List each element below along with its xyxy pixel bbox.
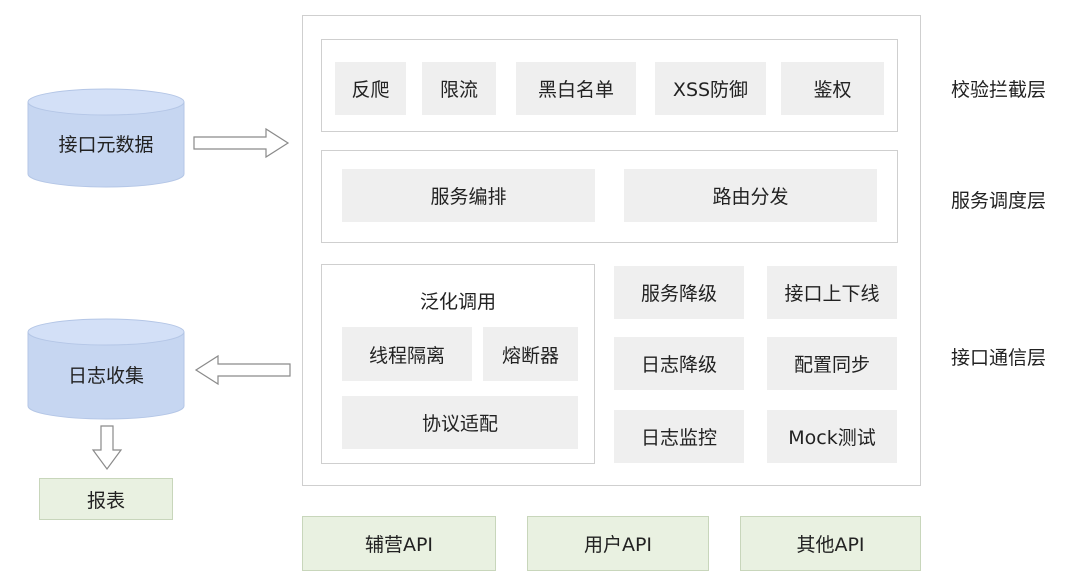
- mock-test-chip: Mock测试: [767, 410, 897, 463]
- config-sync-chip: 配置同步: [767, 337, 897, 390]
- rate-limit-chip: 限流: [422, 62, 496, 115]
- communication-layer-label: 接口通信层: [951, 346, 1047, 369]
- service-degrade-chip: 服务降级: [614, 266, 744, 319]
- arrow-down-icon: [91, 425, 123, 471]
- thread-isolation-chip: 线程隔离: [342, 327, 472, 381]
- anti-crawler-chip: 反爬: [335, 62, 406, 115]
- metadata-database-icon: [27, 88, 185, 188]
- report-box: 报表: [39, 478, 173, 520]
- ancillary-api-box: 辅营API: [302, 516, 496, 571]
- scheduling-layer-label: 服务调度层: [951, 189, 1047, 212]
- route-dispatch-chip: 路由分发: [624, 169, 877, 222]
- other-api-box: 其他API: [740, 516, 921, 571]
- log-database-label: 日志收集: [67, 364, 144, 387]
- api-online-offline-chip: 接口上下线: [767, 266, 897, 319]
- validation-layer-label: 校验拦截层: [951, 78, 1047, 101]
- generic-call-title: 泛化调用: [419, 290, 496, 313]
- service-orchestration-chip: 服务编排: [342, 169, 595, 222]
- black-white-list-chip: 黑白名单: [516, 62, 636, 115]
- circuit-breaker-chip: 熔断器: [483, 327, 578, 381]
- metadata-database-label: 接口元数据: [58, 133, 154, 156]
- arrow-right-icon: [193, 127, 290, 159]
- authentication-chip: 鉴权: [781, 62, 884, 115]
- user-api-box: 用户API: [527, 516, 709, 571]
- log-degrade-chip: 日志降级: [614, 337, 744, 390]
- protocol-adapter-chip: 协议适配: [342, 396, 578, 449]
- log-monitor-chip: 日志监控: [614, 410, 744, 463]
- log-database-icon: [27, 318, 185, 420]
- arrow-left-icon: [194, 354, 291, 386]
- xss-defense-chip: XSS防御: [655, 62, 766, 115]
